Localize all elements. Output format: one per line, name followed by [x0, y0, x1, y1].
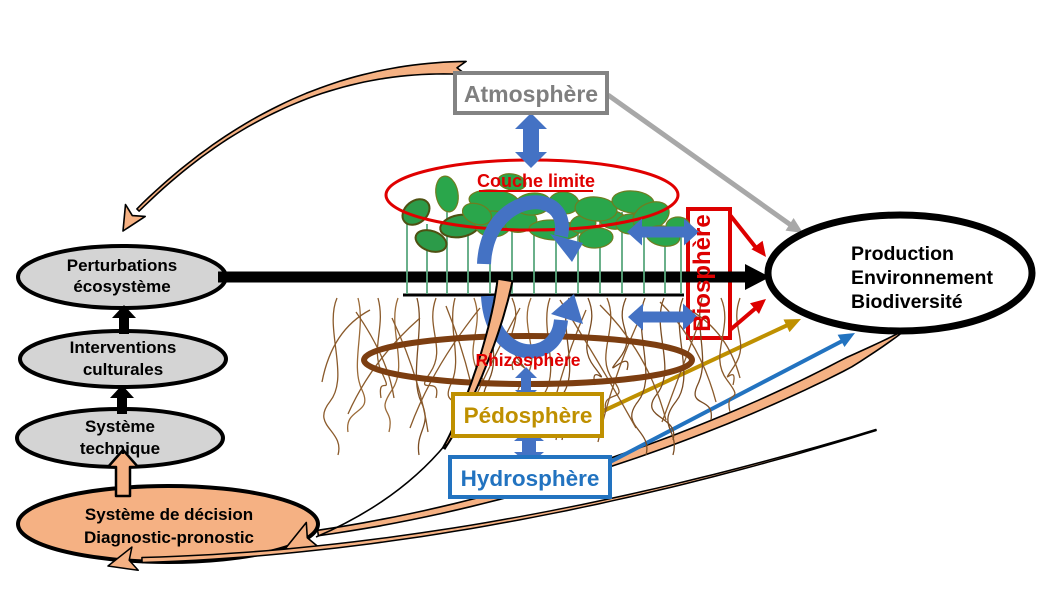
svg-text:Biodiversité: Biodiversité — [851, 291, 963, 313]
svg-text:Hydrosphère: Hydrosphère — [461, 466, 600, 491]
svg-text:écosystème: écosystème — [73, 277, 170, 296]
svg-text:Système: Système — [85, 417, 155, 436]
svg-text:Diagnostic-pronostic: Diagnostic-pronostic — [84, 528, 254, 547]
svg-text:Système de décision: Système de décision — [85, 505, 253, 524]
svg-text:Pédosphère: Pédosphère — [464, 403, 593, 428]
svg-text:Couche limite: Couche limite — [477, 171, 595, 191]
svg-text:culturales: culturales — [83, 360, 163, 379]
svg-text:Atmosphère: Atmosphère — [464, 81, 598, 107]
svg-text:Perturbations: Perturbations — [67, 256, 178, 275]
svg-text:Environnement: Environnement — [851, 267, 993, 289]
svg-text:Production: Production — [851, 243, 954, 265]
svg-text:Biosphère: Biosphère — [689, 214, 716, 331]
svg-text:Rhizosphère: Rhizosphère — [475, 350, 580, 370]
svg-text:technique: technique — [80, 439, 160, 458]
svg-text:Interventions: Interventions — [70, 338, 177, 357]
